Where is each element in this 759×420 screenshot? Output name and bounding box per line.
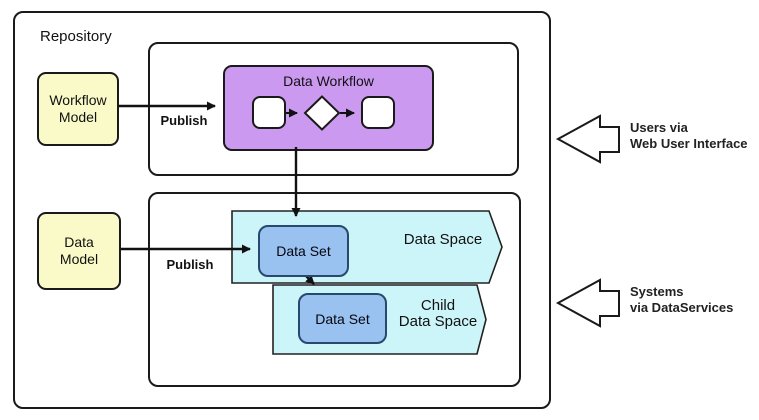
child-data-set-box: Data Set [298,293,387,344]
data-space-label: Data Space [403,231,483,248]
systems-left-arrow-icon [555,278,620,328]
publish-data-label: Publish [166,257,214,272]
systems-annotation-line1: Systems [630,284,684,299]
workflow-model-label: Workflow Model [49,91,107,125]
data-model-label: Data Model [59,233,99,267]
child-data-set-label: Data Set [315,310,370,327]
data-workflow-label: Data Workflow [283,73,374,89]
users-annotation-line1: Users via [630,120,688,135]
systems-annotation: Systems via DataServices [630,284,733,316]
users-annotation-line2: Web User Interface [630,136,748,151]
child-data-space-label-line2: Data Space [398,313,478,330]
publish-workflow-label: Publish [160,113,208,128]
child-data-space-label-line1: Child [420,297,456,314]
data-workflow-box: Data Workflow [223,65,434,151]
repository-label: Repository [40,28,112,45]
users-annotation: Users via Web User Interface [630,120,748,152]
data-set-box: Data Set [258,225,349,277]
child-data-space-label: Child Data Space [378,298,498,330]
data-container-frame [148,192,521,387]
users-left-arrow-icon [555,114,620,164]
data-model-box: Data Model [37,212,121,290]
workflow-model-box: Workflow Model [37,72,119,146]
data-set-label: Data Set [276,243,331,259]
systems-annotation-line2: via DataServices [630,300,734,315]
